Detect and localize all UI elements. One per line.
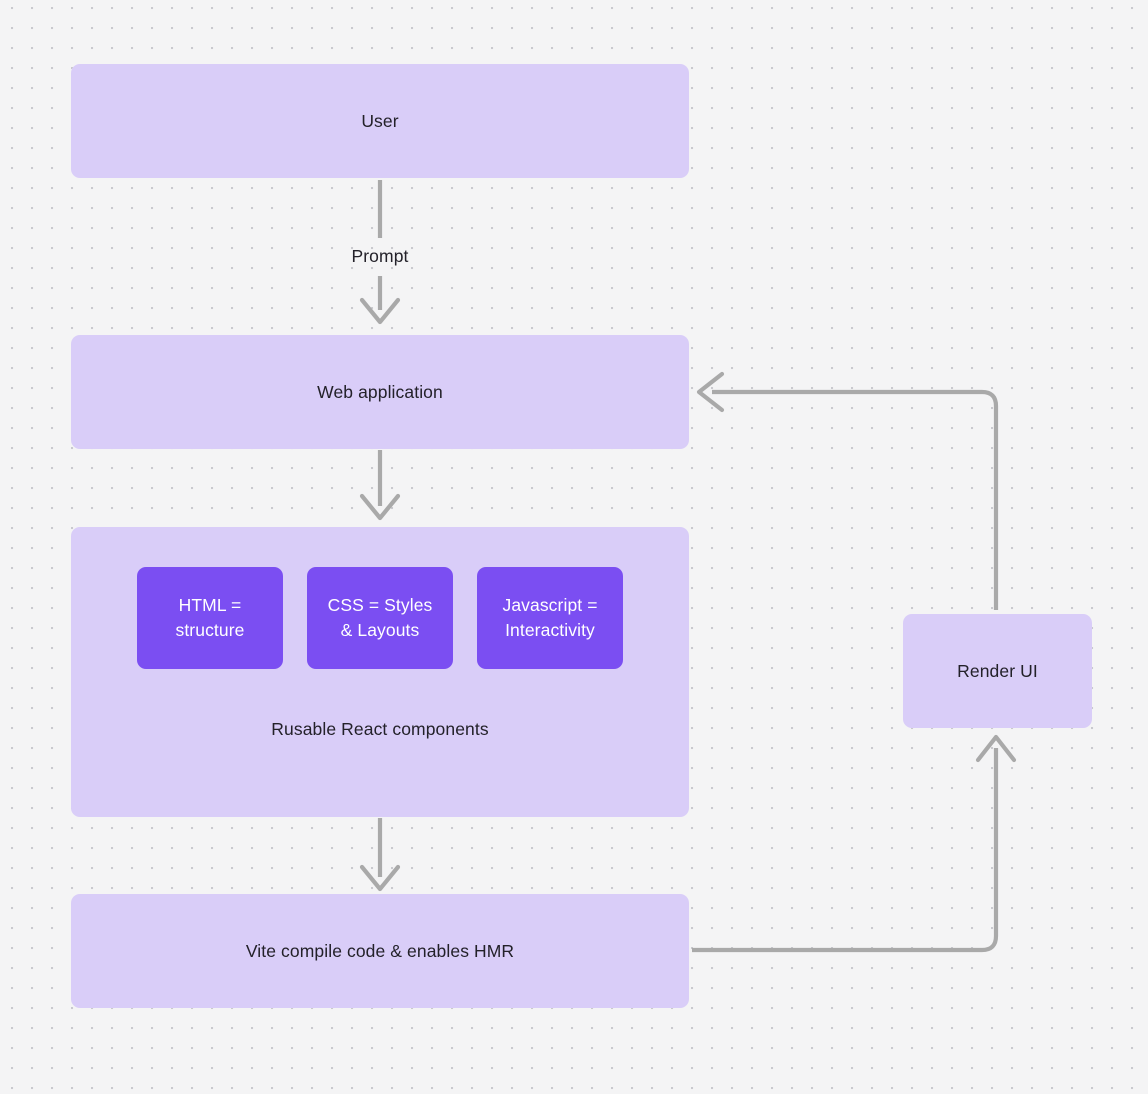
edge-vite-to-render-ui [692, 734, 1017, 953]
node-html[interactable]: HTML = structure [137, 567, 283, 669]
node-reusable-react-components[interactable]: HTML = structure CSS = Styles & Layouts … [71, 527, 689, 817]
node-web-application-label: Web application [317, 381, 443, 402]
edge-render-ui-to-web-application [696, 371, 999, 610]
edge-web-application-to-components [359, 450, 401, 521]
node-web-application[interactable]: Web application [71, 335, 689, 449]
edge-label-prompt: Prompt [351, 246, 409, 266]
node-render-ui[interactable]: Render UI [903, 614, 1092, 728]
node-javascript-label: Javascript = Interactivity [502, 595, 598, 640]
edge-components-to-vite [359, 818, 401, 892]
node-user-label: User [361, 110, 399, 131]
node-vite-label: Vite compile code & enables HMR [245, 940, 515, 961]
node-javascript[interactable]: Javascript = Interactivity [477, 567, 623, 669]
node-css-label: CSS = Styles & Layouts [327, 595, 433, 640]
node-reusable-react-components-label: Rusable React components [271, 719, 489, 739]
node-vite[interactable]: Vite compile code & enables HMR [71, 894, 689, 1008]
node-css[interactable]: CSS = Styles & Layouts [307, 567, 453, 669]
node-user[interactable]: User [71, 64, 689, 178]
node-html-label: HTML = structure [175, 595, 245, 640]
node-render-ui-label: Render UI [957, 660, 1038, 681]
